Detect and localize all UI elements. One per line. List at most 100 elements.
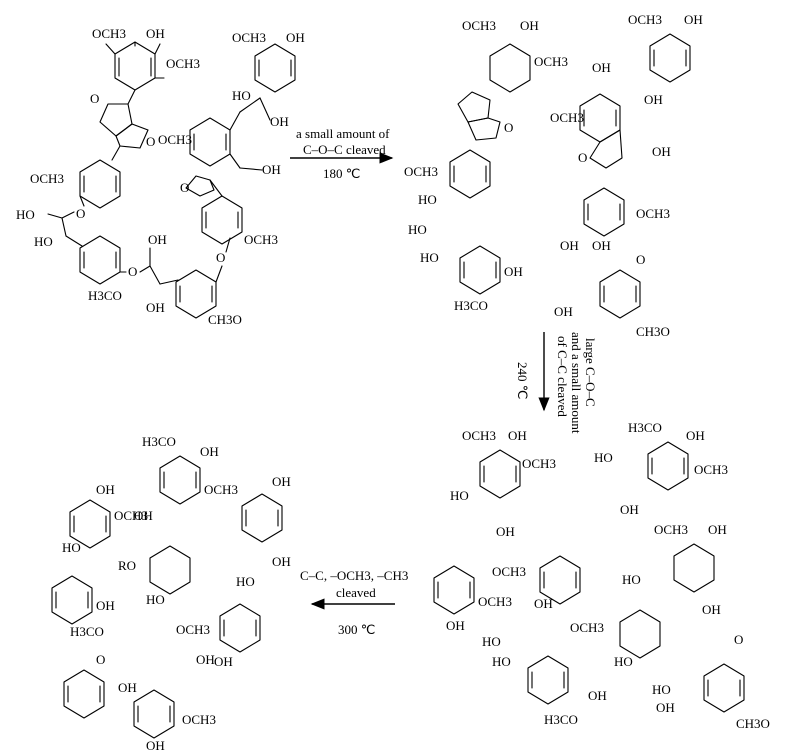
label-oh: OH (592, 60, 611, 75)
label-oh: OH (644, 92, 663, 107)
arrow-step1: a small amount of C–O–C cleaved 180 ℃ (290, 126, 394, 181)
label-o: O (578, 150, 587, 165)
step1-temp: 180 ℃ (323, 166, 360, 181)
step3-line1: C–C, –OCH3, –CH3 (300, 568, 408, 583)
label-och3: OCH3 (654, 522, 688, 537)
products-300c: OH OCH3 HO H3CO OH OCH3 OH OH OH RO HO O… (51, 434, 291, 753)
label-oh: OH (146, 300, 165, 315)
label-o: O (146, 134, 155, 149)
label-oh: OH (534, 596, 553, 611)
label-och3: OCH3 (636, 206, 670, 221)
step3-line2: cleaved (336, 585, 376, 600)
step3-temp: 300 ℃ (338, 622, 375, 637)
label-och3: OCH3 (166, 56, 200, 71)
label-och3: OCH3 (550, 110, 584, 125)
label-h3co: H3CO (142, 434, 176, 449)
products-180c: OCH3 OH OCH3 O OCH3 HO OCH3 O OH OCH3 OH… (404, 12, 703, 339)
step1-line1: a small amount of (296, 126, 390, 141)
label-oh: OH (520, 18, 539, 33)
label-ho: HO (594, 450, 613, 465)
label-oh: OH (148, 232, 167, 247)
step2-line2: and a small amount (569, 332, 584, 434)
label-oh: OH (214, 654, 233, 669)
label-oh: OH (684, 12, 703, 27)
label-oh: OH (200, 444, 219, 459)
label-ho: HO (236, 574, 255, 589)
label-och3: OCH3 (114, 508, 148, 523)
label-ch3o: CH3O (208, 312, 242, 327)
label-oh: OH (270, 114, 289, 129)
label-ho: HO (418, 192, 437, 207)
label-och3: OCH3 (522, 456, 556, 471)
label-och3: OCH3 (628, 12, 662, 27)
label-oh: OH (652, 144, 671, 159)
label-oh: OH (118, 680, 137, 695)
label-och3: OCH3 (404, 164, 438, 179)
label-ho: HO (16, 207, 35, 222)
label-o: O (90, 91, 99, 106)
label-ho: HO (482, 634, 501, 649)
step2-temp: 240 ℃ (515, 362, 530, 399)
label-oh: OH (196, 652, 215, 667)
label-oh: OH (134, 508, 153, 523)
label-och3: OCH3 (232, 30, 266, 45)
label-oh: OH (96, 598, 115, 613)
step2-line3: of C–C cleaved (555, 336, 570, 417)
label-ho: HO (34, 234, 53, 249)
label-och3: OCH3 (158, 132, 192, 147)
label-och3: OCH3 (244, 232, 278, 247)
lignin-model-structure: OCH3 OH OCH3 O O OCH3 O HO HO H3CO O (16, 26, 305, 327)
label-ho: HO (614, 654, 633, 669)
label-o: O (734, 632, 743, 647)
label-oh: OH (496, 524, 515, 539)
label-oh: OH (702, 602, 721, 617)
label-ho: HO (492, 654, 511, 669)
label-oh: OH (508, 428, 527, 443)
label-oh: OH (708, 522, 727, 537)
label-ho: HO (146, 592, 165, 607)
label-ho: HO (232, 88, 251, 103)
label-ho: HO (450, 488, 469, 503)
label-oh: OH (96, 482, 115, 497)
label-oh: OH (560, 238, 579, 253)
label-oh: OH (588, 688, 607, 703)
label-o: O (504, 120, 513, 135)
label-och3: OCH3 (92, 26, 126, 41)
products-240c: OCH3 OH OCH3 HO H3CO OH OCH3 HO OH OH OC… (433, 420, 770, 731)
label-och3: OCH3 (30, 171, 64, 186)
label-ho: HO (62, 540, 81, 555)
label-o: O (96, 652, 105, 667)
label-ro: RO (118, 558, 136, 573)
label-h3co: H3CO (544, 712, 578, 727)
label-oh: OH (286, 30, 305, 45)
label-o: O (636, 252, 645, 267)
label-ch3o: CH3O (636, 324, 670, 339)
label-och3: OCH3 (204, 482, 238, 497)
label-h3co: H3CO (70, 624, 104, 639)
label-och3: OCH3 (478, 594, 512, 609)
arrow-step2: large C–O–C and a small amount of C–C cl… (515, 332, 598, 434)
label-och3: OCH3 (182, 712, 216, 727)
label-och3: OCH3 (462, 428, 496, 443)
label-oh: OH (446, 618, 465, 633)
label-och3: OCH3 (462, 18, 496, 33)
label-och3: OCH3 (534, 54, 568, 69)
step2-line1: large C–O–C (583, 338, 598, 407)
label-oh: OH (272, 554, 291, 569)
label-ho: HO (652, 682, 671, 697)
label-ch3o: CH3O (736, 716, 770, 731)
label-och3: OCH3 (492, 564, 526, 579)
label-oh: OH (262, 162, 281, 177)
label-ho: HO (408, 222, 427, 237)
arrow-step3: C–C, –OCH3, –CH3 cleaved 300 ℃ (300, 568, 408, 637)
label-oh: OH (554, 304, 573, 319)
label-ho: HO (420, 250, 439, 265)
label-o: O (216, 250, 225, 265)
label-oh: OH (620, 502, 639, 517)
label-och3: OCH3 (570, 620, 604, 635)
label-oh: OH (146, 26, 165, 41)
label-oh: OH (146, 738, 165, 753)
label-o: O (76, 206, 85, 221)
label-och3: OCH3 (176, 622, 210, 637)
